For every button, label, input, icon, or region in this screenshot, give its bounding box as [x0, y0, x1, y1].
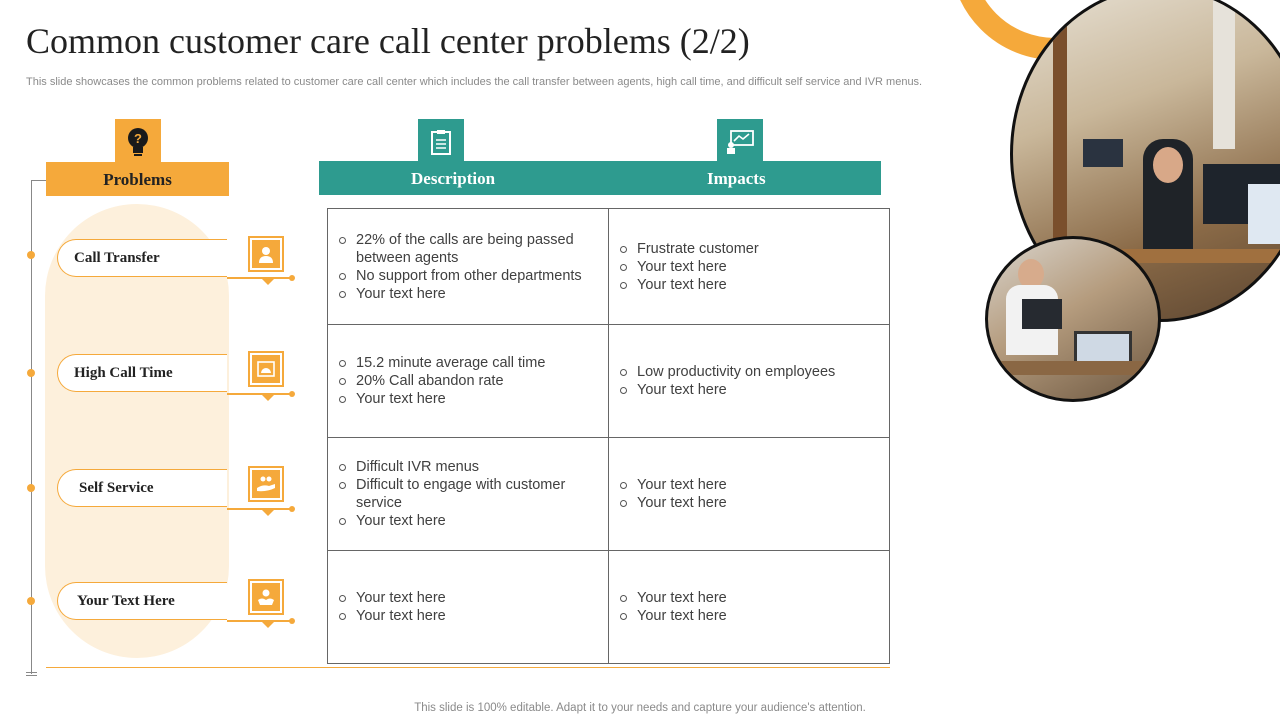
- problem-underline: [227, 277, 293, 279]
- table-row: 22% of the calls are being passed betwee…: [327, 208, 890, 325]
- problem-pointer: [262, 395, 274, 401]
- problem-pointer: [262, 510, 274, 516]
- problem-underline-dot: [289, 275, 295, 281]
- impacts-header: Impacts: [707, 169, 766, 188]
- problem-underline-dot: [289, 618, 295, 624]
- list-item: Your text here: [619, 276, 879, 294]
- impacts-cell: Low productivity on employees Your text …: [608, 324, 890, 438]
- list-item: Frustrate customer: [619, 240, 879, 258]
- impacts-cell: Your text here Your text here: [608, 437, 890, 551]
- description-cell: Difficult IVR menus Difficult to engage …: [327, 437, 609, 551]
- problem-tag: High Call Time: [57, 354, 227, 392]
- gauge-icon: [248, 351, 284, 387]
- problem-pointer: [262, 622, 274, 628]
- problem-label: Call Transfer: [74, 250, 160, 266]
- timeline-rail-foot: [26, 675, 37, 676]
- helping-hand-icon: [248, 579, 284, 615]
- description-impacts-header: Description Impacts: [319, 161, 881, 195]
- problem-tag: Call Transfer: [57, 239, 227, 277]
- page-subtitle: This slide showcases the common problems…: [26, 76, 923, 88]
- footer-note: This slide is 100% editable. Adapt it to…: [414, 702, 866, 714]
- bottom-divider: [46, 667, 890, 668]
- impacts-cell: Your text here Your text here: [608, 550, 890, 664]
- page-title: Common customer care call center problem…: [26, 21, 750, 61]
- list-item: 22% of the calls are being passed betwee…: [338, 231, 598, 267]
- list-item: Your text here: [338, 390, 598, 408]
- list-item: Difficult to engage with customer servic…: [338, 476, 598, 512]
- lightbulb-question-icon: ?: [115, 119, 161, 165]
- list-item: Your text here: [338, 512, 598, 530]
- problem-underline: [227, 620, 293, 622]
- problem-label: Self Service: [79, 480, 154, 496]
- table-row: 15.2 minute average call time 20% Call a…: [327, 324, 890, 438]
- timeline-rail-foot: [26, 672, 37, 673]
- list-item: Your text here: [619, 258, 879, 276]
- timeline-dot: [27, 484, 35, 492]
- description-cell: Your text here Your text here: [327, 550, 609, 664]
- list-item: 20% Call abandon rate: [338, 372, 598, 390]
- list-item: Your text here: [338, 285, 598, 303]
- problem-underline-dot: [289, 391, 295, 397]
- list-item: Your text here: [619, 381, 879, 399]
- description-cell: 15.2 minute average call time 20% Call a…: [327, 324, 609, 438]
- problem-underline: [227, 508, 293, 510]
- timeline-rail: [31, 180, 32, 674]
- problem-label: Your Text Here: [77, 593, 175, 609]
- problem-tag: Self Service: [57, 469, 227, 507]
- document-icon: [418, 119, 464, 165]
- list-item: Your text here: [619, 607, 879, 625]
- timeline-dot: [27, 251, 35, 259]
- problem-tag: Your Text Here: [57, 582, 227, 620]
- list-item: Your text here: [619, 494, 879, 512]
- list-item: Your text here: [338, 607, 598, 625]
- impacts-cell: Frustrate customer Your text here Your t…: [608, 208, 890, 325]
- list-item: Your text here: [338, 589, 598, 607]
- list-item: Low productivity on employees: [619, 363, 879, 381]
- list-item: Difficult IVR menus: [338, 458, 598, 476]
- list-item: Your text here: [619, 476, 879, 494]
- svg-text:?: ?: [134, 131, 142, 146]
- timeline-dot: [27, 369, 35, 377]
- list-item: No support from other departments: [338, 267, 598, 285]
- problems-header: Problems: [46, 162, 229, 196]
- list-item: 15.2 minute average call time: [338, 354, 598, 372]
- list-item: Your text here: [619, 589, 879, 607]
- hand-service-icon: [248, 466, 284, 502]
- office-photo-large: [1010, 0, 1280, 322]
- agent-icon: [248, 236, 284, 272]
- description-cell: 22% of the calls are being passed betwee…: [327, 208, 609, 325]
- timeline-dot: [27, 597, 35, 605]
- presentation-impact-icon: [717, 119, 763, 165]
- table-row: Your text here Your text here Your text …: [327, 550, 890, 664]
- problem-pointer: [262, 279, 274, 285]
- problem-underline: [227, 393, 293, 395]
- description-header: Description: [411, 169, 496, 188]
- office-photo-small: [985, 236, 1161, 402]
- timeline-rail-top: [31, 180, 47, 181]
- problem-underline-dot: [289, 506, 295, 512]
- problem-label: High Call Time: [74, 365, 173, 381]
- table-row: Difficult IVR menus Difficult to engage …: [327, 437, 890, 551]
- problems-table: 22% of the calls are being passed betwee…: [327, 208, 890, 664]
